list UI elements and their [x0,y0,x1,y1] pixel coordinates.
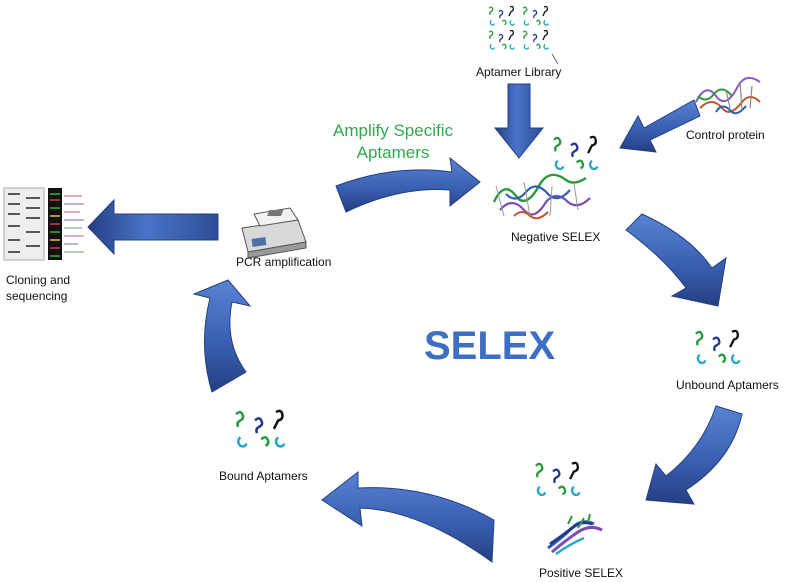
aptamer-library-label: Aptamer Library [476,65,562,79]
unbound-aptamers-icon [694,329,741,365]
sequencing-gel-icon [3,187,84,261]
curved-arrow-amplify-icon [335,156,481,213]
amplify-caption-line1: Amplify Specific [333,121,453,140]
cloning-sequencing-label-line1: Cloning and [6,273,71,287]
control-protein-icon [695,76,761,115]
positive-selex-icon [534,461,603,555]
left-arrow-cloning-icon [87,198,219,256]
curved-arrow-to-pcr-icon [192,279,252,393]
amplify-caption: Amplify Specific Aptamers [318,120,468,164]
negative-selex-label: Negative SELEX [511,230,601,244]
negative-selex-icon [492,135,599,220]
control-protein-arrow-icon [619,99,701,153]
pcr-machine-icon [241,207,307,259]
unbound-aptamers-label: Unbound Aptamers [676,378,779,392]
control-protein-label: Control protein [686,128,765,142]
positive-selex-label: Positive SELEX [539,566,624,580]
bound-aptamers-label: Bound Aptamers [219,469,308,483]
curved-arrow-to-unbound-icon [625,213,727,307]
aptamer-library-icon [488,5,559,65]
selex-title: SELEX [424,324,556,368]
down-arrow-library-icon [493,83,545,159]
curved-arrow-to-positive-icon [645,405,743,505]
cloning-sequencing-label-line2: sequencing [6,289,68,303]
curved-arrow-to-bound-icon [321,470,495,563]
bound-aptamers-icon [234,409,286,448]
pcr-amplification-label: PCR amplification [236,255,332,269]
amplify-caption-line2: Aptamers [356,143,430,162]
